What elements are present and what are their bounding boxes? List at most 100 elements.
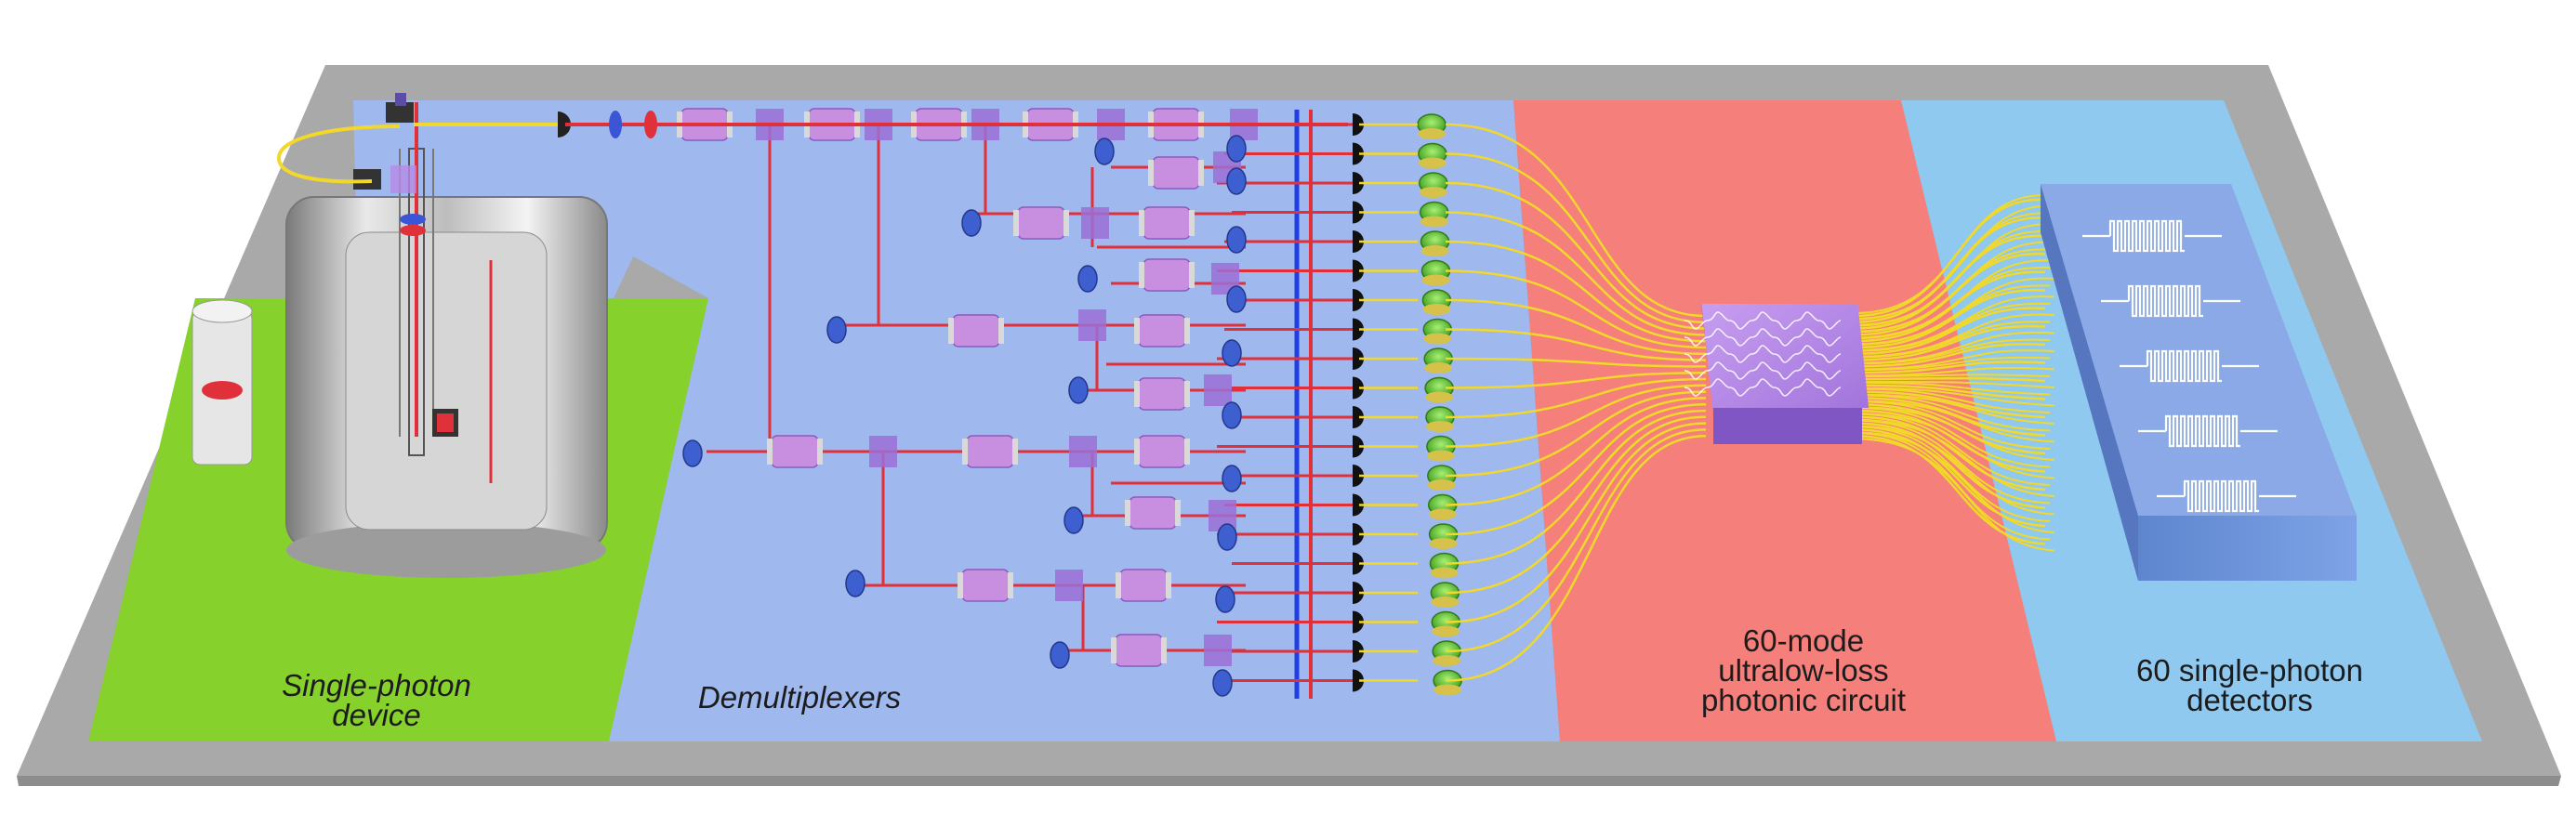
crystal-element	[1115, 634, 1163, 667]
mirror	[1068, 376, 1089, 404]
input-fiber	[1445, 328, 1707, 361]
input-optics	[276, 111, 1348, 184]
input-fiber	[1445, 152, 1707, 324]
mirror	[961, 209, 982, 237]
input-fiber	[1445, 298, 1707, 356]
mirror	[1212, 669, 1233, 697]
mirror	[1063, 506, 1084, 534]
fiber-coupler	[1353, 259, 1364, 282]
crystal-element	[1143, 206, 1191, 240]
output-fiber	[1854, 428, 2046, 528]
crystal-element	[1119, 569, 1168, 602]
crystal-element	[952, 314, 1000, 347]
input-fiber	[1445, 181, 1707, 330]
mirror	[1077, 265, 1098, 293]
demux-optics	[677, 108, 1462, 699]
output-fiber	[1854, 415, 2046, 492]
fiber-coupler	[1353, 640, 1364, 662]
crystal-element	[1129, 496, 1177, 530]
input-fiber	[1445, 409, 1707, 565]
label-demux: Demultiplexers	[697, 680, 902, 715]
output-fiber	[1854, 384, 2046, 400]
output-fiber	[1854, 361, 2046, 374]
fiber-coupler	[1353, 142, 1364, 165]
output-fiber	[1854, 307, 2046, 356]
mirror	[1050, 641, 1070, 669]
fiber-coupler	[1353, 669, 1364, 692]
fiber-coupler	[1353, 113, 1364, 136]
fiber-coupler	[1353, 435, 1364, 458]
crystal-element	[1152, 156, 1200, 190]
input-fiber	[1445, 211, 1707, 336]
fiber-coupler	[1353, 610, 1364, 634]
mirror	[1217, 523, 1237, 551]
output-fiber	[1854, 324, 2046, 361]
input-fiber	[1445, 415, 1707, 595]
output-fiber	[1854, 343, 2046, 368]
output-fiber	[1854, 434, 2046, 545]
input-fiber	[1445, 390, 1707, 478]
pulse-stack-icon	[192, 299, 253, 465]
fiber-coupler	[1353, 465, 1364, 487]
detector-array-icon	[2041, 184, 2357, 581]
output-fiber	[1854, 270, 2046, 343]
beam-splitter	[1055, 570, 1083, 601]
output-fiber	[1854, 422, 2046, 509]
beam-splitter	[1078, 309, 1106, 341]
input-fiber	[1445, 240, 1707, 343]
fiber-coupler	[1353, 201, 1364, 224]
input-fiber	[1445, 384, 1707, 448]
mirror	[1226, 226, 1247, 254]
crystal-element	[1143, 258, 1191, 292]
fiber-coupler	[1353, 406, 1364, 428]
mirror	[1222, 401, 1242, 429]
mirror	[682, 439, 703, 467]
fiber-coupler	[1353, 289, 1364, 311]
output-fiber	[1854, 390, 2046, 419]
fiber-bundle	[1359, 123, 2055, 682]
fiber-coupler	[1353, 552, 1364, 575]
beam-splitter	[1204, 374, 1232, 406]
input-fiber	[1445, 357, 1707, 368]
fiber-coupler	[1353, 172, 1364, 194]
fiber-coupler	[1353, 347, 1364, 370]
mirror	[1215, 585, 1235, 613]
crystal-element	[1138, 435, 1186, 468]
input-fiber	[1445, 428, 1707, 653]
fiber-coupler	[1353, 230, 1364, 253]
beam-splitter	[1069, 436, 1097, 467]
output-fiber	[1854, 289, 2046, 349]
mirror	[1226, 285, 1247, 313]
fiber-coupler	[1353, 523, 1364, 545]
input-fiber	[1445, 269, 1707, 349]
mirror	[1226, 135, 1247, 163]
photonic-chip-icon	[1684, 304, 1869, 444]
mirror	[1222, 339, 1242, 367]
input-fiber	[1445, 371, 1707, 389]
input-fiber	[1445, 402, 1707, 536]
input-fiber	[1445, 377, 1707, 419]
fiber-coupler	[1353, 376, 1364, 400]
mirror	[1094, 138, 1115, 165]
crystal-element	[771, 435, 819, 468]
beam-splitter	[1204, 635, 1232, 666]
beam-splitter	[1081, 207, 1109, 239]
crystal-element	[1138, 377, 1186, 411]
input-fiber	[1445, 123, 1707, 318]
crystal-element	[966, 435, 1014, 468]
input-fiber	[1445, 397, 1707, 506]
demux-zone	[353, 100, 1560, 741]
crystal-element	[961, 569, 1010, 602]
input-fiber	[1445, 422, 1707, 623]
output-fiber	[1854, 376, 2046, 383]
cryostat-icon	[285, 93, 608, 578]
mirror	[845, 570, 865, 597]
crystal-element	[1017, 206, 1065, 240]
input-fiber	[1445, 434, 1707, 682]
mirror	[1226, 167, 1247, 195]
